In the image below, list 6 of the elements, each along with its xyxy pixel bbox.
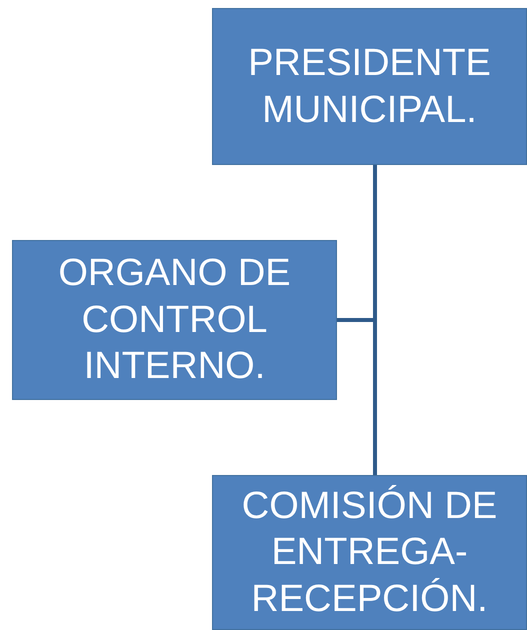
box-label: PRESIDENTE MUNICIPAL. (247, 41, 492, 132)
box-label: COMISIÓN DE ENTREGA-RECEPCIÓN. (240, 484, 498, 622)
org-box (212, 475, 527, 630)
org-box (212, 8, 527, 165)
box-label: ORGANO DE CONTROL INTERNO. (57, 251, 292, 390)
org-box (12, 240, 337, 400)
